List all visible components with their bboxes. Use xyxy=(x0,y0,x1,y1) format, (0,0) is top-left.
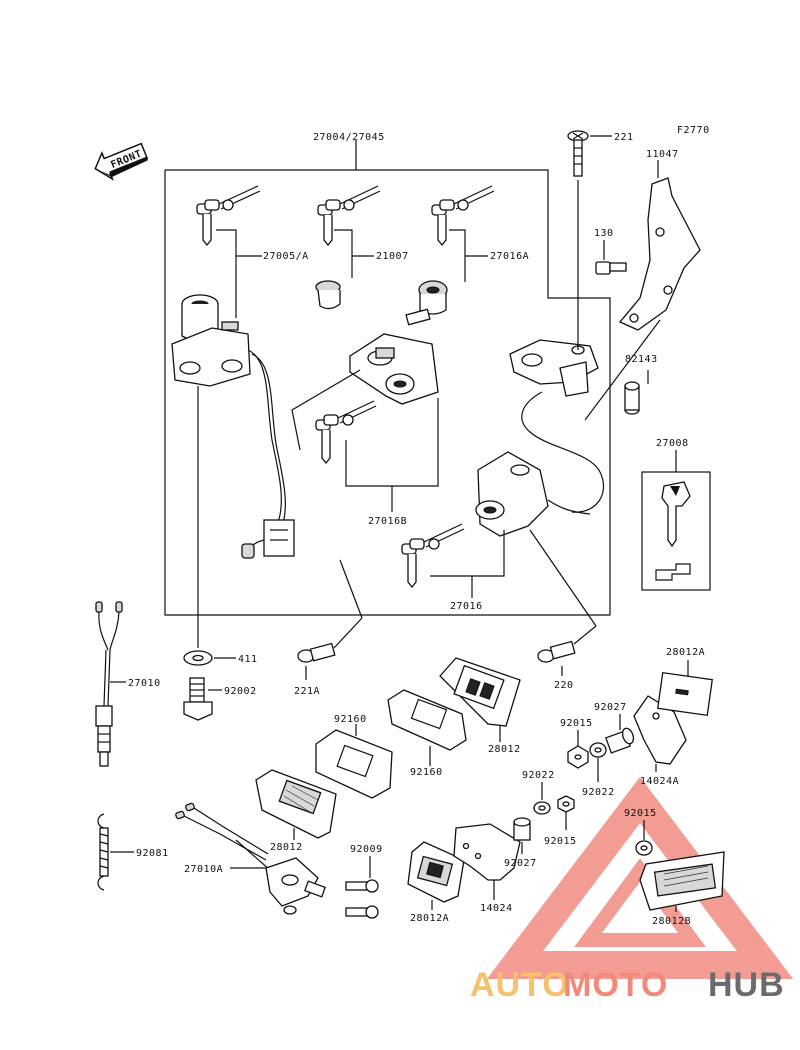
label-92027-bottom: 92027 xyxy=(504,858,537,869)
label-27016b: 27016B xyxy=(368,516,407,527)
label-220: 220 xyxy=(554,680,574,691)
ignition-set-box: 27004/27045 xyxy=(164,132,611,616)
label-92160-left: 92160 xyxy=(334,714,367,725)
label-92009: 92009 xyxy=(350,844,383,855)
bolt-92002 xyxy=(183,677,213,721)
helmet-lock xyxy=(475,451,591,537)
label-27005a: 27005/A xyxy=(263,251,309,262)
label-92081: 92081 xyxy=(136,848,169,859)
label-92022-right: 92022 xyxy=(582,787,615,798)
label-92002: 92002 xyxy=(224,686,257,697)
label-28012a-top: 28012A xyxy=(666,647,705,658)
reflector-28012b xyxy=(639,851,725,911)
label-27004-27045: 27004/27045 xyxy=(313,132,385,143)
label-28012-left: 28012 xyxy=(270,842,303,853)
seat-catch xyxy=(509,339,605,513)
washer-92022-left xyxy=(533,801,551,815)
figure-code: F2770 xyxy=(677,125,710,136)
spacer-82143 xyxy=(624,381,640,415)
seat-lock-bracket xyxy=(349,333,439,405)
bracket-14024 xyxy=(453,823,521,881)
label-27010a: 27010A xyxy=(184,864,223,875)
ignition-switch xyxy=(171,294,295,559)
label-11047: 11047 xyxy=(646,149,679,160)
gasket-92160-right xyxy=(387,689,467,751)
washer-411 xyxy=(183,650,213,666)
label-221: 221 xyxy=(614,132,634,143)
switch-wire-27010 xyxy=(95,601,123,767)
label-28012b: 28012B xyxy=(652,916,691,927)
label-27008: 27008 xyxy=(656,438,689,449)
nut-92015-top xyxy=(567,745,589,769)
front-arrow-icon: FRONT xyxy=(94,142,149,181)
key-pair-21007 xyxy=(317,185,381,247)
label-28012a-bottom: 28012A xyxy=(410,913,449,924)
label-27016: 27016 xyxy=(450,601,483,612)
label-92015-right: 92015 xyxy=(624,808,657,819)
label-14024a: 14024A xyxy=(640,776,679,787)
key-pair-27016a xyxy=(431,185,495,247)
gasket-92160-left xyxy=(315,729,393,799)
key-pair-27016b xyxy=(315,400,377,465)
label-92027-top: 92027 xyxy=(594,702,627,713)
reflector-28012a-bottom xyxy=(407,841,465,903)
label-92015-mid: 92015 xyxy=(544,836,577,847)
nut-92015-right xyxy=(635,840,653,856)
label-411: 411 xyxy=(238,654,258,665)
spacer-92027-top xyxy=(605,727,635,754)
bolt-220 xyxy=(537,640,576,663)
bolt-221 xyxy=(567,130,589,177)
bracket-14024a xyxy=(633,695,687,765)
lock-cylinder-21007 xyxy=(315,280,341,310)
spacer-92027-bottom xyxy=(513,817,531,841)
label-92022-left: 92022 xyxy=(522,770,555,781)
label-92015-top: 92015 xyxy=(560,718,593,729)
key-pair-27016 xyxy=(401,523,465,589)
watermark-logo xyxy=(486,776,794,979)
label-21007: 21007 xyxy=(376,251,409,262)
washer-92022-right xyxy=(589,742,607,758)
screw-92009-upper xyxy=(345,879,379,893)
label-27010: 27010 xyxy=(128,678,161,689)
bolt-221a xyxy=(297,642,336,663)
label-27016a: 27016A xyxy=(490,251,529,262)
watermark-hub: HUB xyxy=(708,966,785,1004)
reflector-28012-left xyxy=(255,769,337,839)
spring-92081 xyxy=(97,813,109,891)
screw-92009-lower xyxy=(345,905,379,919)
reflector-28012-center xyxy=(439,657,521,727)
switch-harness-27010a xyxy=(175,802,327,915)
label-92160-right: 92160 xyxy=(410,767,443,778)
key-pair-27005a xyxy=(196,185,261,247)
watermark-moto: MOTO xyxy=(563,966,668,1004)
label-130: 130 xyxy=(594,228,614,239)
bracket-11047 xyxy=(618,177,701,331)
nut-92015-mid xyxy=(557,795,575,813)
watermark-auto: AUTO xyxy=(470,966,570,1004)
bolt-130 xyxy=(595,261,627,275)
label-82143: 82143 xyxy=(625,354,658,365)
label-28012-center: 28012 xyxy=(488,744,521,755)
label-221a: 221A xyxy=(294,686,320,697)
lock-cylinder-27016a xyxy=(405,280,448,326)
watermark-text: AUTO MOTO HUB xyxy=(470,966,785,1004)
blank-key-27008 xyxy=(641,471,711,591)
reflector-28012a-top xyxy=(657,671,713,717)
label-14024: 14024 xyxy=(480,903,513,914)
